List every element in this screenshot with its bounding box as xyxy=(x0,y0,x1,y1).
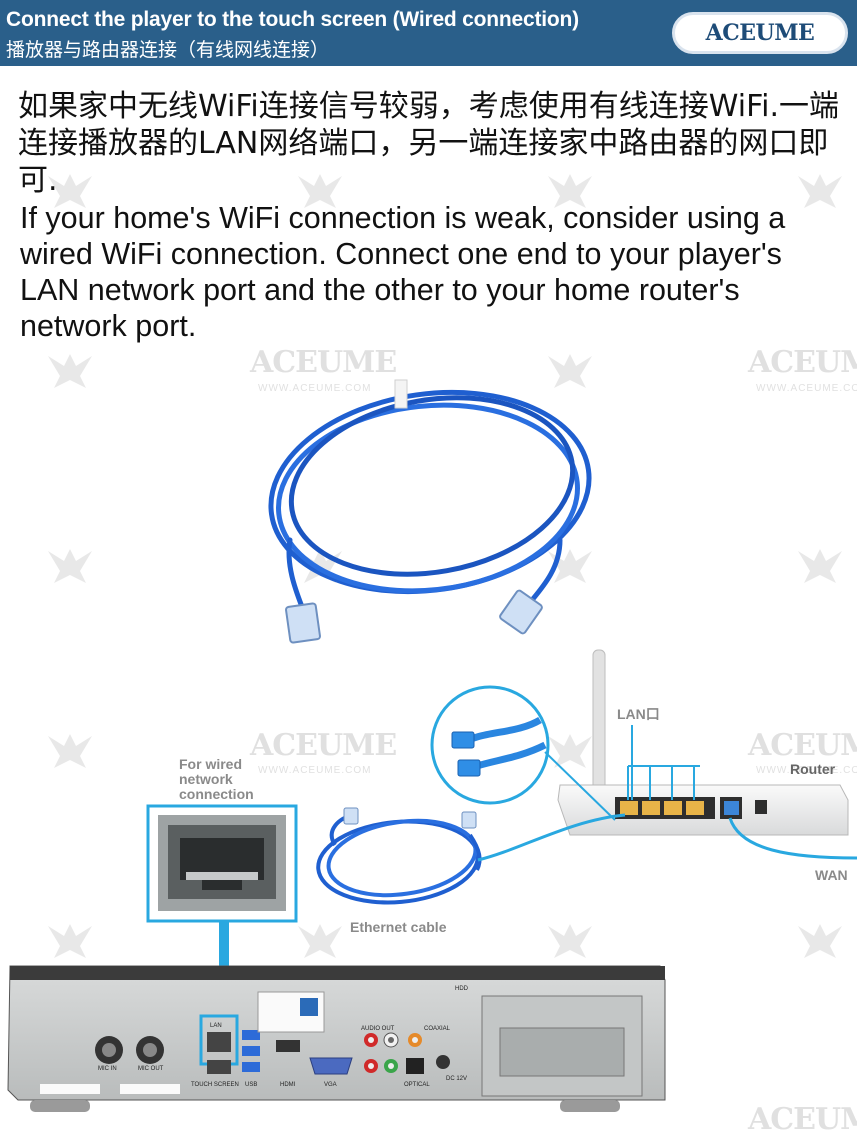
port-label-lan: LAN xyxy=(210,1023,222,1029)
ethernet-cable-coil xyxy=(268,379,592,618)
port-label-mic-in: MIC IN xyxy=(98,1066,117,1072)
lan-port-bracket xyxy=(627,725,700,800)
english-paragraph: If your home's WiFi connection is weak, … xyxy=(20,201,786,343)
title-chinese: 播放器与路由器连接（有线网线连接） xyxy=(6,39,330,61)
title-english: Connect the player to the touch screen (… xyxy=(6,8,579,31)
wan-label: WAN xyxy=(815,867,848,883)
watermark-figure-icon xyxy=(548,924,592,958)
wan-cable xyxy=(728,817,857,860)
chinese-paragraph: 如果家中无线WiFi连接信号较弱，考虑使用有线连接WiFi.一端连接播放器的LA… xyxy=(18,89,840,198)
watermark-figure-icon xyxy=(798,924,842,958)
watermark-figure-icon xyxy=(48,549,92,583)
player-rear-panel xyxy=(7,965,666,1112)
watermark-figure-icon xyxy=(48,734,92,768)
port-label-audio-out: AUDIO OUT xyxy=(361,1026,395,1032)
watermark-figure-icon xyxy=(798,174,842,208)
watermark-figure-icon xyxy=(298,174,342,208)
port-label-usb: USB xyxy=(245,1082,257,1088)
port-label-coaxial: COAXIAL xyxy=(424,1026,451,1032)
brand-logo-text: ACEUME xyxy=(705,20,815,46)
brand-logo: ACEUME xyxy=(672,12,848,54)
ethernet-cable-label: Ethernet cable xyxy=(350,919,447,935)
watermark-figure-icon xyxy=(548,549,592,583)
for-wired-label: For wired network connection xyxy=(179,757,269,802)
rj45-plug-left xyxy=(285,602,321,644)
watermark-figure-icon xyxy=(548,734,592,768)
rj45-plug-small-left xyxy=(343,807,359,825)
lan-port-label: LAN口 xyxy=(617,706,660,722)
watermark-figure-icon xyxy=(48,174,92,208)
zoom-connector-line xyxy=(544,751,616,821)
page-header: Connect the player to the touch screen (… xyxy=(0,0,857,66)
watermark-figure-icon xyxy=(298,924,342,958)
plug-zoom-circle xyxy=(430,685,550,805)
watermark-figure-icon xyxy=(548,174,592,208)
port-label-vga: VGA xyxy=(324,1082,337,1088)
watermark-figure-icon xyxy=(48,924,92,958)
watermark-figure-icon xyxy=(798,549,842,583)
watermark-figure-icon xyxy=(48,354,92,388)
port-label-dc: DC 12V xyxy=(446,1076,467,1082)
for-wired-text: For wired network connection xyxy=(179,756,254,802)
port-label-optical: OPTICAL xyxy=(404,1082,430,1088)
watermark-figure-icon xyxy=(548,354,592,388)
rj45-plug-right xyxy=(499,589,543,635)
port-label-touch-screen: TOUCH SCREEN xyxy=(191,1082,239,1088)
router-label: Router xyxy=(790,761,836,777)
port-label-hdd: HDD xyxy=(455,986,469,992)
port-label-mic-out: MIC OUT xyxy=(138,1066,164,1072)
rj45-plug-small-right xyxy=(461,811,477,829)
lan-port-zoom-box xyxy=(146,804,298,923)
port-label-hdmi: HDMI xyxy=(280,1082,296,1088)
router-image xyxy=(557,649,849,836)
